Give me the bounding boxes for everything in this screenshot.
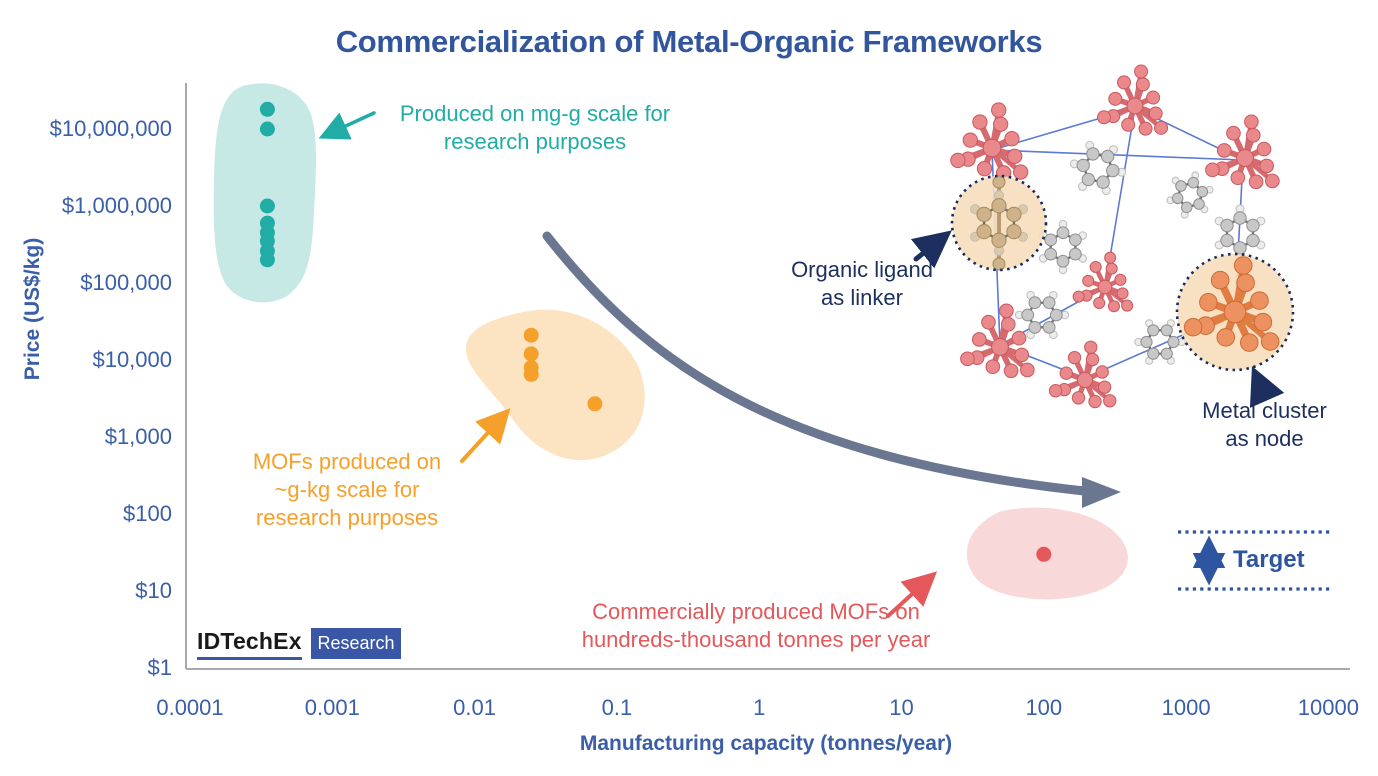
blob-research-g-kg xyxy=(465,309,645,461)
arrow-research-g-kg xyxy=(460,407,511,463)
data-point xyxy=(259,121,275,137)
y-tick-label: $100 xyxy=(123,501,172,526)
arrow-metal-cluster xyxy=(1249,366,1285,409)
scatter-points xyxy=(259,101,1052,562)
x-tick-label: 10 xyxy=(889,695,914,720)
x-tick-label: 0.0001 xyxy=(156,695,224,720)
y-tick-label: $1 xyxy=(147,655,172,680)
arrow-research-mg-g xyxy=(318,111,376,140)
data-point xyxy=(1036,546,1052,562)
x-axis-label: Manufacturing capacity (tonnes/year) xyxy=(579,732,953,755)
annotation-research-g-kg: MOFs produced on ~g-kg scale for researc… xyxy=(252,449,442,530)
data-point xyxy=(523,327,539,343)
x-tick-label: 1000 xyxy=(1161,695,1211,720)
y-tick-label: $100,000 xyxy=(80,270,172,295)
annotation-research-mg-g: Produced on mg-g scale for research purp… xyxy=(399,101,671,154)
annotation-commercial: Commercially produced MOFs on hundreds-t… xyxy=(581,599,931,652)
y-tick-label: $10,000 xyxy=(92,347,172,372)
logo-brand-text: IDTechEx xyxy=(197,628,302,660)
data-point xyxy=(587,396,603,412)
annotation-organic-ligand: Organic ligand as linker xyxy=(791,257,933,310)
logo-research-badge: Research xyxy=(311,628,401,659)
data-point xyxy=(523,366,539,382)
x-tick-label: 1 xyxy=(753,695,766,720)
y-tick-label: $1,000 xyxy=(104,424,172,449)
y-tick-label: $10 xyxy=(135,578,172,603)
x-tick-label: 0.01 xyxy=(453,695,496,720)
trend-arrow-head xyxy=(1082,477,1121,508)
data-point xyxy=(259,198,275,214)
mof-structure-illustration xyxy=(950,64,1295,409)
target-label: Target xyxy=(1233,546,1305,573)
data-point xyxy=(259,252,275,268)
trend-arrow-curve xyxy=(542,231,1089,496)
x-tick-label: 0.001 xyxy=(304,695,360,720)
x-tick-label: 10000 xyxy=(1297,695,1359,720)
x-tick-label: 100 xyxy=(1025,695,1063,720)
y-tick-label: $10,000,000 xyxy=(49,116,172,141)
annotation-metal-cluster: Metal cluster as node xyxy=(1202,398,1327,451)
y-tick-label: $1,000,000 xyxy=(61,193,172,218)
blob-research-mg-g xyxy=(213,83,316,303)
data-point xyxy=(259,101,275,117)
data-point xyxy=(523,346,539,362)
x-tick-label: 0.1 xyxy=(601,695,633,720)
arrow-organic-ligand xyxy=(910,230,952,269)
arrow-commercial xyxy=(886,571,938,618)
chart-title: Commercialization of Metal-Organic Frame… xyxy=(335,24,1043,59)
